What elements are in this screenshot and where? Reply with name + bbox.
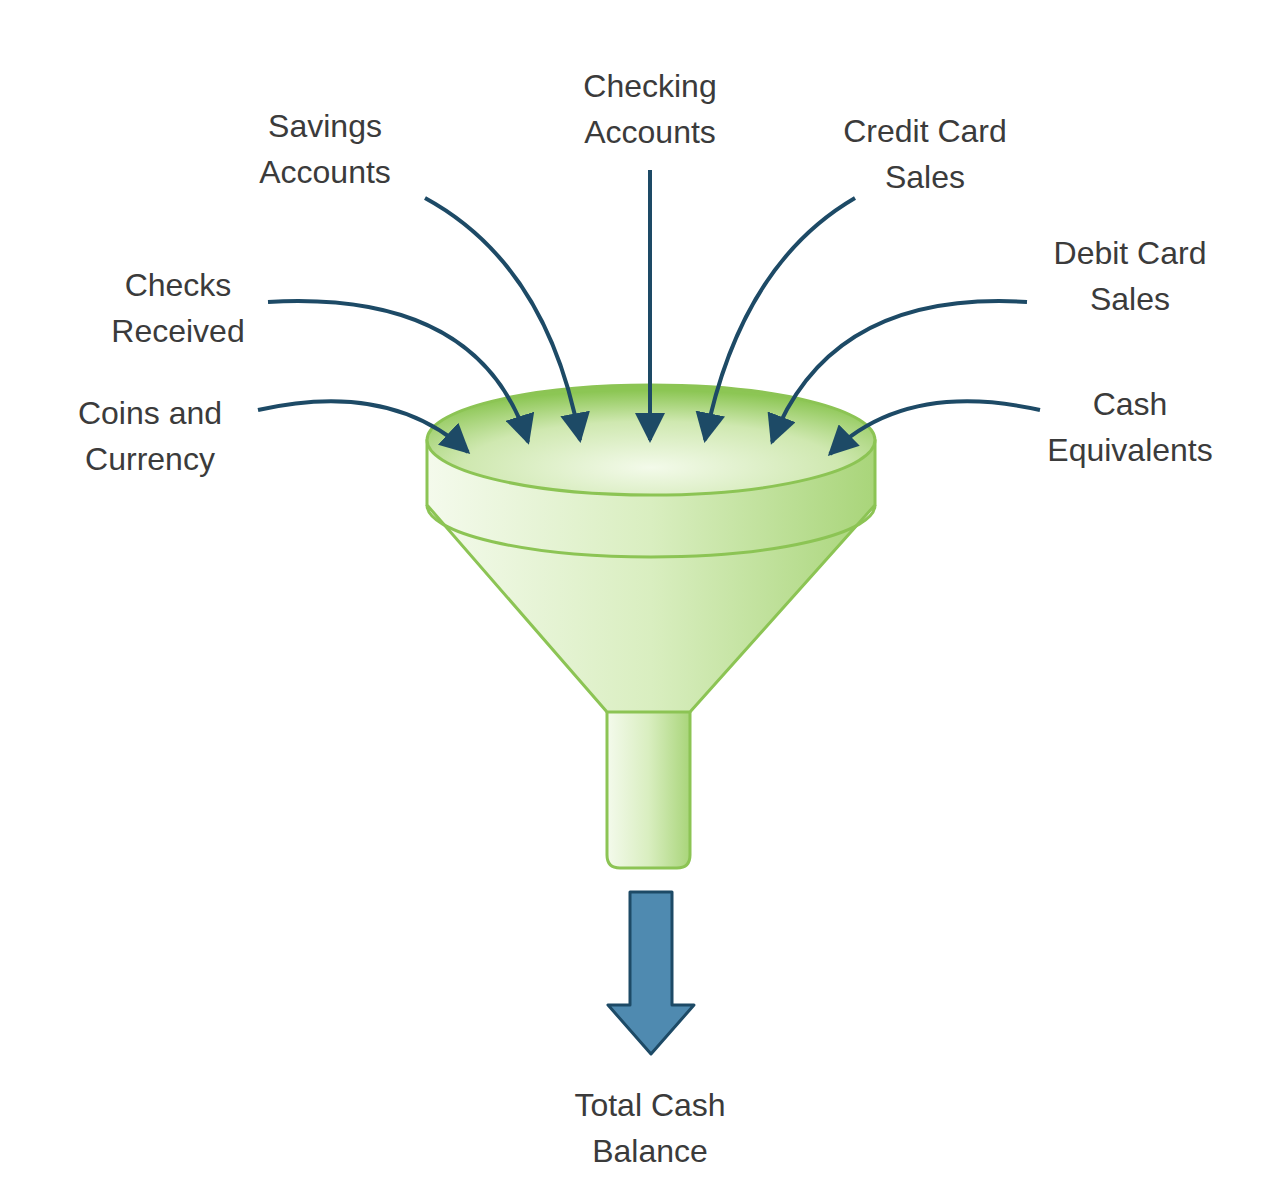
inflow-arrow (705, 198, 855, 440)
inflow-arrow (772, 301, 1027, 442)
source-label: Credit Card Sales (825, 108, 1025, 200)
inflow-arrow (830, 401, 1040, 454)
source-label: Cash Equivalents (1025, 381, 1235, 473)
funnel (427, 385, 875, 868)
funnel-rim (427, 505, 875, 557)
inflow-arrow (258, 401, 468, 452)
source-label: Checks Received (83, 262, 273, 354)
inflow-arrow (268, 301, 528, 442)
inflow-arrow (648, 170, 652, 440)
source-label: Coins and Currency (55, 390, 245, 482)
source-label: Savings Accounts (220, 103, 430, 195)
inflow-arrows (258, 170, 1040, 454)
funnel-stem (607, 700, 690, 868)
source-label: Debit Card Sales (1030, 230, 1230, 322)
source-label: Checking Accounts (550, 63, 750, 155)
result-label: Total Cash Balance (535, 1082, 765, 1174)
outflow-arrow (608, 892, 694, 1054)
inflow-arrow (425, 198, 580, 440)
